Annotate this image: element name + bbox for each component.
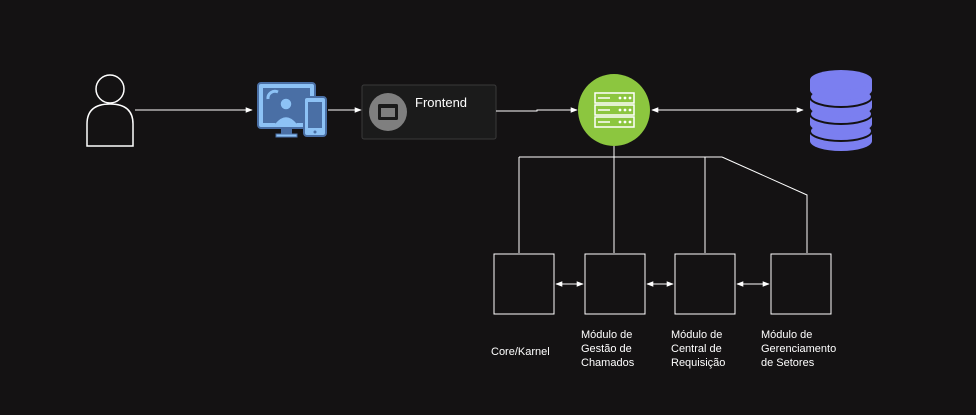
module-setores-label-line-2: Gerenciamento (761, 343, 836, 355)
module-central-label-line-2: Central de (671, 343, 722, 355)
module-connectors (518, 146, 808, 253)
module-gestao-label-line-2: Gestão de (581, 343, 632, 355)
module-core-box[interactable] (493, 253, 555, 315)
module-central-label-line-3: Requisição (671, 357, 725, 369)
window-icon (369, 93, 407, 131)
module-setores-label-line-3: de Setores (761, 357, 815, 369)
module-gestao-chamados-label: Módulo de Gestão de Chamados (581, 329, 635, 369)
module-gestao-label-line-1: Módulo de (581, 329, 632, 341)
module-central-requisicao-label: Módulo de Central de Requisição (671, 329, 725, 369)
frontend-node[interactable]: Frontend (361, 84, 497, 140)
module-core-label: Core/Karnel (491, 346, 550, 358)
module-gestao-label-line-3: Chamados (581, 357, 635, 369)
connector-frontend-server (496, 107, 578, 113)
database-icon[interactable] (809, 70, 873, 151)
devices-icon[interactable] (257, 82, 327, 138)
module-gestao-chamados-box[interactable] (584, 253, 646, 315)
module-setores-label-line-1: Módulo de (761, 329, 812, 341)
frontend-label: Frontend (415, 95, 467, 110)
user-icon[interactable] (86, 74, 134, 147)
module-setores-label: Módulo de Gerenciamento de Setores (761, 329, 839, 369)
module-core-label-line-1: Core/Karnel (491, 346, 550, 358)
module-central-label-line-1: Módulo de (671, 329, 722, 341)
server-icon[interactable] (578, 74, 650, 146)
module-central-requisicao-box[interactable] (674, 253, 736, 315)
module-setores-box[interactable] (770, 253, 832, 315)
